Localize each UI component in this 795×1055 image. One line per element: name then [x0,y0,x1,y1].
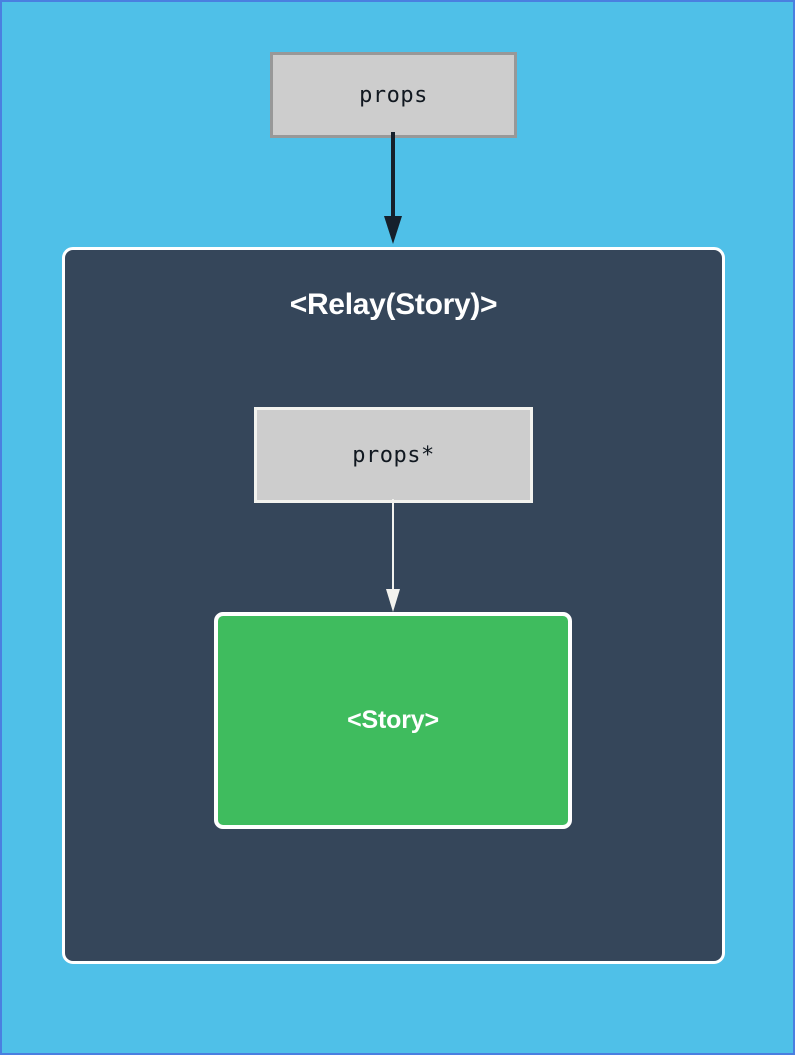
arrow-props-to-relay [384,132,402,244]
story-component-box: <Story> [214,612,572,829]
props-box-outer: props [270,52,517,138]
arrow-props-to-story [386,499,400,612]
relay-panel-title: <Relay(Story)> [289,288,498,321]
props-box-outer-label: props [359,82,428,108]
story-component-label: <Story> [347,706,439,734]
props-box-inner: props* [254,407,533,503]
props-box-inner-label: props* [352,442,435,468]
